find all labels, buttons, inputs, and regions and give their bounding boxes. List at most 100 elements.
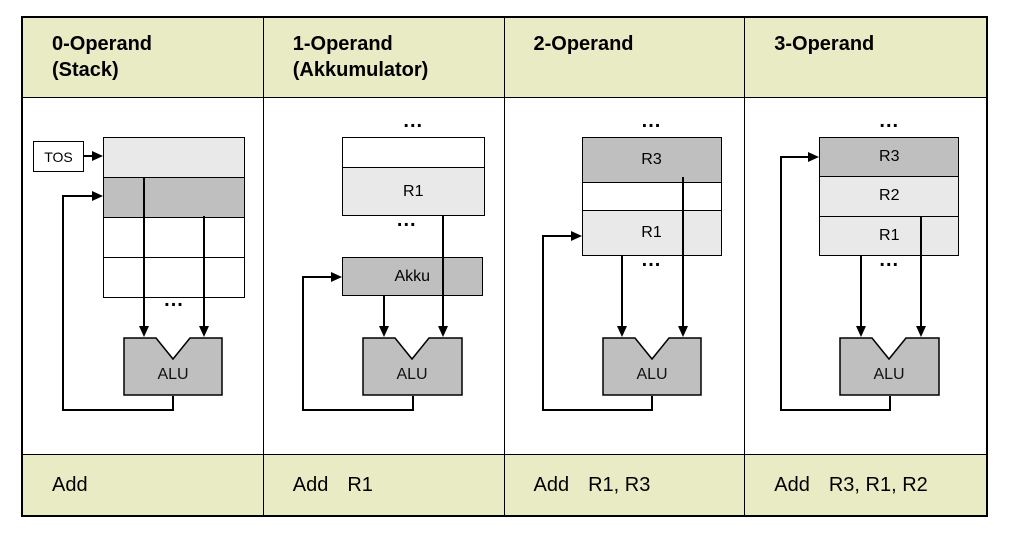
result-line bbox=[889, 396, 892, 410]
header-line2: (Akkumulator) bbox=[292, 59, 429, 81]
stack-row-tos bbox=[104, 138, 244, 177]
instruction-mnemonic: Add bbox=[533, 473, 570, 496]
alu-shape: ALU bbox=[601, 337, 702, 396]
register-box: R1 bbox=[341, 137, 485, 216]
arrow-down-icon bbox=[437, 326, 448, 337]
header-line1: 1-Operand bbox=[292, 33, 393, 55]
instruction-mnemonic: Add bbox=[774, 473, 810, 496]
arrow-down-icon bbox=[916, 326, 927, 337]
writeback-line bbox=[780, 156, 783, 411]
instruction-mnemonic: Add bbox=[292, 473, 329, 496]
data-line-operand2 bbox=[203, 216, 205, 327]
data-line-operand1 bbox=[382, 296, 385, 327]
result-line bbox=[301, 409, 414, 411]
register-row-r2: R2 bbox=[820, 176, 959, 216]
header-cell-3-operand: 3-Operand bbox=[745, 18, 986, 97]
header-line1: 3-Operand bbox=[774, 33, 875, 55]
data-line-operand1 bbox=[860, 256, 863, 327]
ellipsis-middle: ... bbox=[396, 209, 417, 231]
register-row bbox=[582, 182, 721, 210]
alu-label: ALU bbox=[157, 366, 188, 383]
alu-shape: ALU bbox=[123, 337, 223, 396]
arrow-down-icon bbox=[199, 326, 209, 337]
diagram-row: TOS ... ALU bbox=[23, 98, 986, 454]
writeback-line bbox=[301, 276, 304, 411]
register-row-r1: R1 bbox=[342, 167, 484, 215]
result-line bbox=[411, 396, 414, 410]
header-cell-0-operand: 0-Operand (Stack) bbox=[23, 18, 264, 97]
instruction-mnemonic: Add bbox=[52, 473, 88, 496]
result-line bbox=[780, 409, 892, 411]
alu-shape: ALU bbox=[839, 337, 940, 396]
diagram-stack-machine: TOS ... ALU bbox=[23, 98, 264, 454]
register-row-r1: R1 bbox=[582, 209, 721, 255]
arrow-right-icon bbox=[92, 191, 103, 201]
header-row: 0-Operand (Stack) 1-Operand (Akkumulator… bbox=[23, 18, 986, 98]
arrow-right-icon bbox=[92, 151, 103, 161]
writeback-line bbox=[541, 235, 571, 237]
alu-label: ALU bbox=[874, 366, 905, 383]
writeback-line bbox=[301, 276, 331, 278]
instruction-cell-3-operand: Add R3, R1, R2 bbox=[745, 455, 986, 515]
arrow-right-icon bbox=[808, 152, 820, 162]
result-line bbox=[650, 396, 653, 410]
register-row-r3: R3 bbox=[582, 138, 721, 183]
arrow-down-icon bbox=[677, 326, 688, 337]
register-row-r3: R3 bbox=[820, 138, 959, 177]
data-line-operand1 bbox=[620, 256, 623, 327]
writeback-line bbox=[541, 235, 544, 411]
arrow-down-icon bbox=[856, 326, 867, 337]
tos-box: TOS bbox=[33, 141, 84, 172]
instruction-operands: R3, R1, R2 bbox=[828, 473, 928, 496]
stack-box bbox=[103, 137, 245, 298]
alu-label: ALU bbox=[636, 366, 667, 383]
header-line1: 2-Operand bbox=[533, 33, 634, 55]
akku-box: Akku bbox=[341, 257, 483, 296]
result-line bbox=[541, 409, 653, 411]
alu-shape: ALU bbox=[362, 337, 463, 396]
ellipsis-top: ... bbox=[879, 110, 900, 132]
data-line-operand2 bbox=[920, 216, 923, 327]
register-row-r1: R1 bbox=[820, 215, 959, 255]
arrow-right-icon bbox=[570, 231, 582, 241]
data-line-operand2 bbox=[681, 177, 684, 327]
isa-comparison-table: 0-Operand (Stack) 1-Operand (Akkumulator… bbox=[21, 16, 988, 517]
stack-row-second bbox=[104, 177, 244, 217]
writeback-line bbox=[780, 156, 809, 158]
arrow-down-icon bbox=[139, 326, 149, 337]
register-box: R3 R2 R1 bbox=[819, 137, 960, 256]
writeback-line bbox=[62, 195, 92, 197]
stack-row bbox=[104, 257, 244, 297]
register-box: R3 R1 bbox=[581, 137, 722, 256]
data-line-operand1 bbox=[143, 177, 145, 327]
ellipsis-top: ... bbox=[641, 110, 662, 132]
diagram-accumulator-machine: ... R1 ... Akku ALU bbox=[263, 98, 505, 454]
header-line1: 0-Operand bbox=[52, 33, 153, 55]
diagram-3-operand-machine: ... R3 R2 R1 ... ALU bbox=[745, 98, 986, 454]
instruction-cell-2-operand: Add R1, R3 bbox=[504, 455, 746, 515]
instruction-operands: R1 bbox=[347, 473, 373, 496]
result-line bbox=[62, 409, 174, 411]
diagram-2-operand-machine: ... R3 R1 ... ALU bbox=[504, 98, 746, 454]
stack-row bbox=[104, 217, 244, 257]
ellipsis-middle: ... bbox=[879, 249, 900, 271]
arrow-right-icon bbox=[330, 272, 342, 282]
header-cell-1-operand: 1-Operand (Akkumulator) bbox=[263, 18, 505, 97]
header-line2: (Stack) bbox=[52, 59, 119, 81]
instruction-cell-accumulator: Add R1 bbox=[263, 455, 505, 515]
writeback-line bbox=[62, 195, 64, 411]
result-line bbox=[172, 396, 174, 410]
arrow-down-icon bbox=[378, 326, 389, 337]
header-cell-2-operand: 2-Operand bbox=[504, 18, 746, 97]
register-row bbox=[342, 138, 484, 167]
arrow-down-icon bbox=[616, 326, 627, 337]
tos-pointer-line bbox=[84, 155, 92, 157]
ellipsis-bottom: ... bbox=[164, 289, 184, 311]
instruction-cell-stack: Add bbox=[23, 455, 264, 515]
akku-label: Akku bbox=[342, 258, 482, 295]
ellipsis-middle: ... bbox=[641, 249, 662, 271]
data-line-operand2 bbox=[441, 216, 444, 327]
ellipsis-top: ... bbox=[403, 110, 424, 132]
instruction-row: Add Add R1 Add R1, R3 Add R3, R1, R2 bbox=[23, 454, 986, 515]
